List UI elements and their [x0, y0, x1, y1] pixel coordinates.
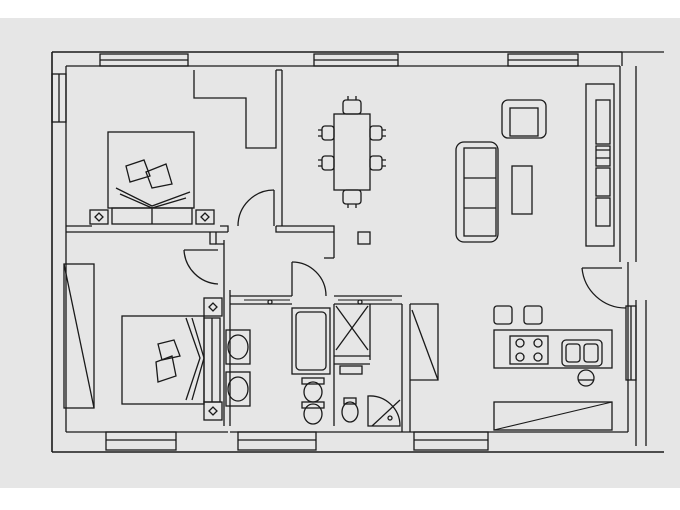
- living-furniture: [455, 83, 615, 247]
- bedroom-2-furniture: [63, 263, 223, 421]
- bathroom-2-fixtures: [335, 305, 401, 427]
- kitchen-furniture: [493, 305, 613, 431]
- closet-cabinet: [411, 309, 439, 381]
- paper-sheet: [0, 18, 680, 488]
- windows: [51, 53, 637, 451]
- bedroom-1-furniture: [89, 131, 215, 225]
- doors: [183, 189, 627, 309]
- interior-walls: [66, 69, 439, 432]
- bathroom-1-fixtures: [225, 307, 331, 425]
- dining-set: [318, 96, 386, 245]
